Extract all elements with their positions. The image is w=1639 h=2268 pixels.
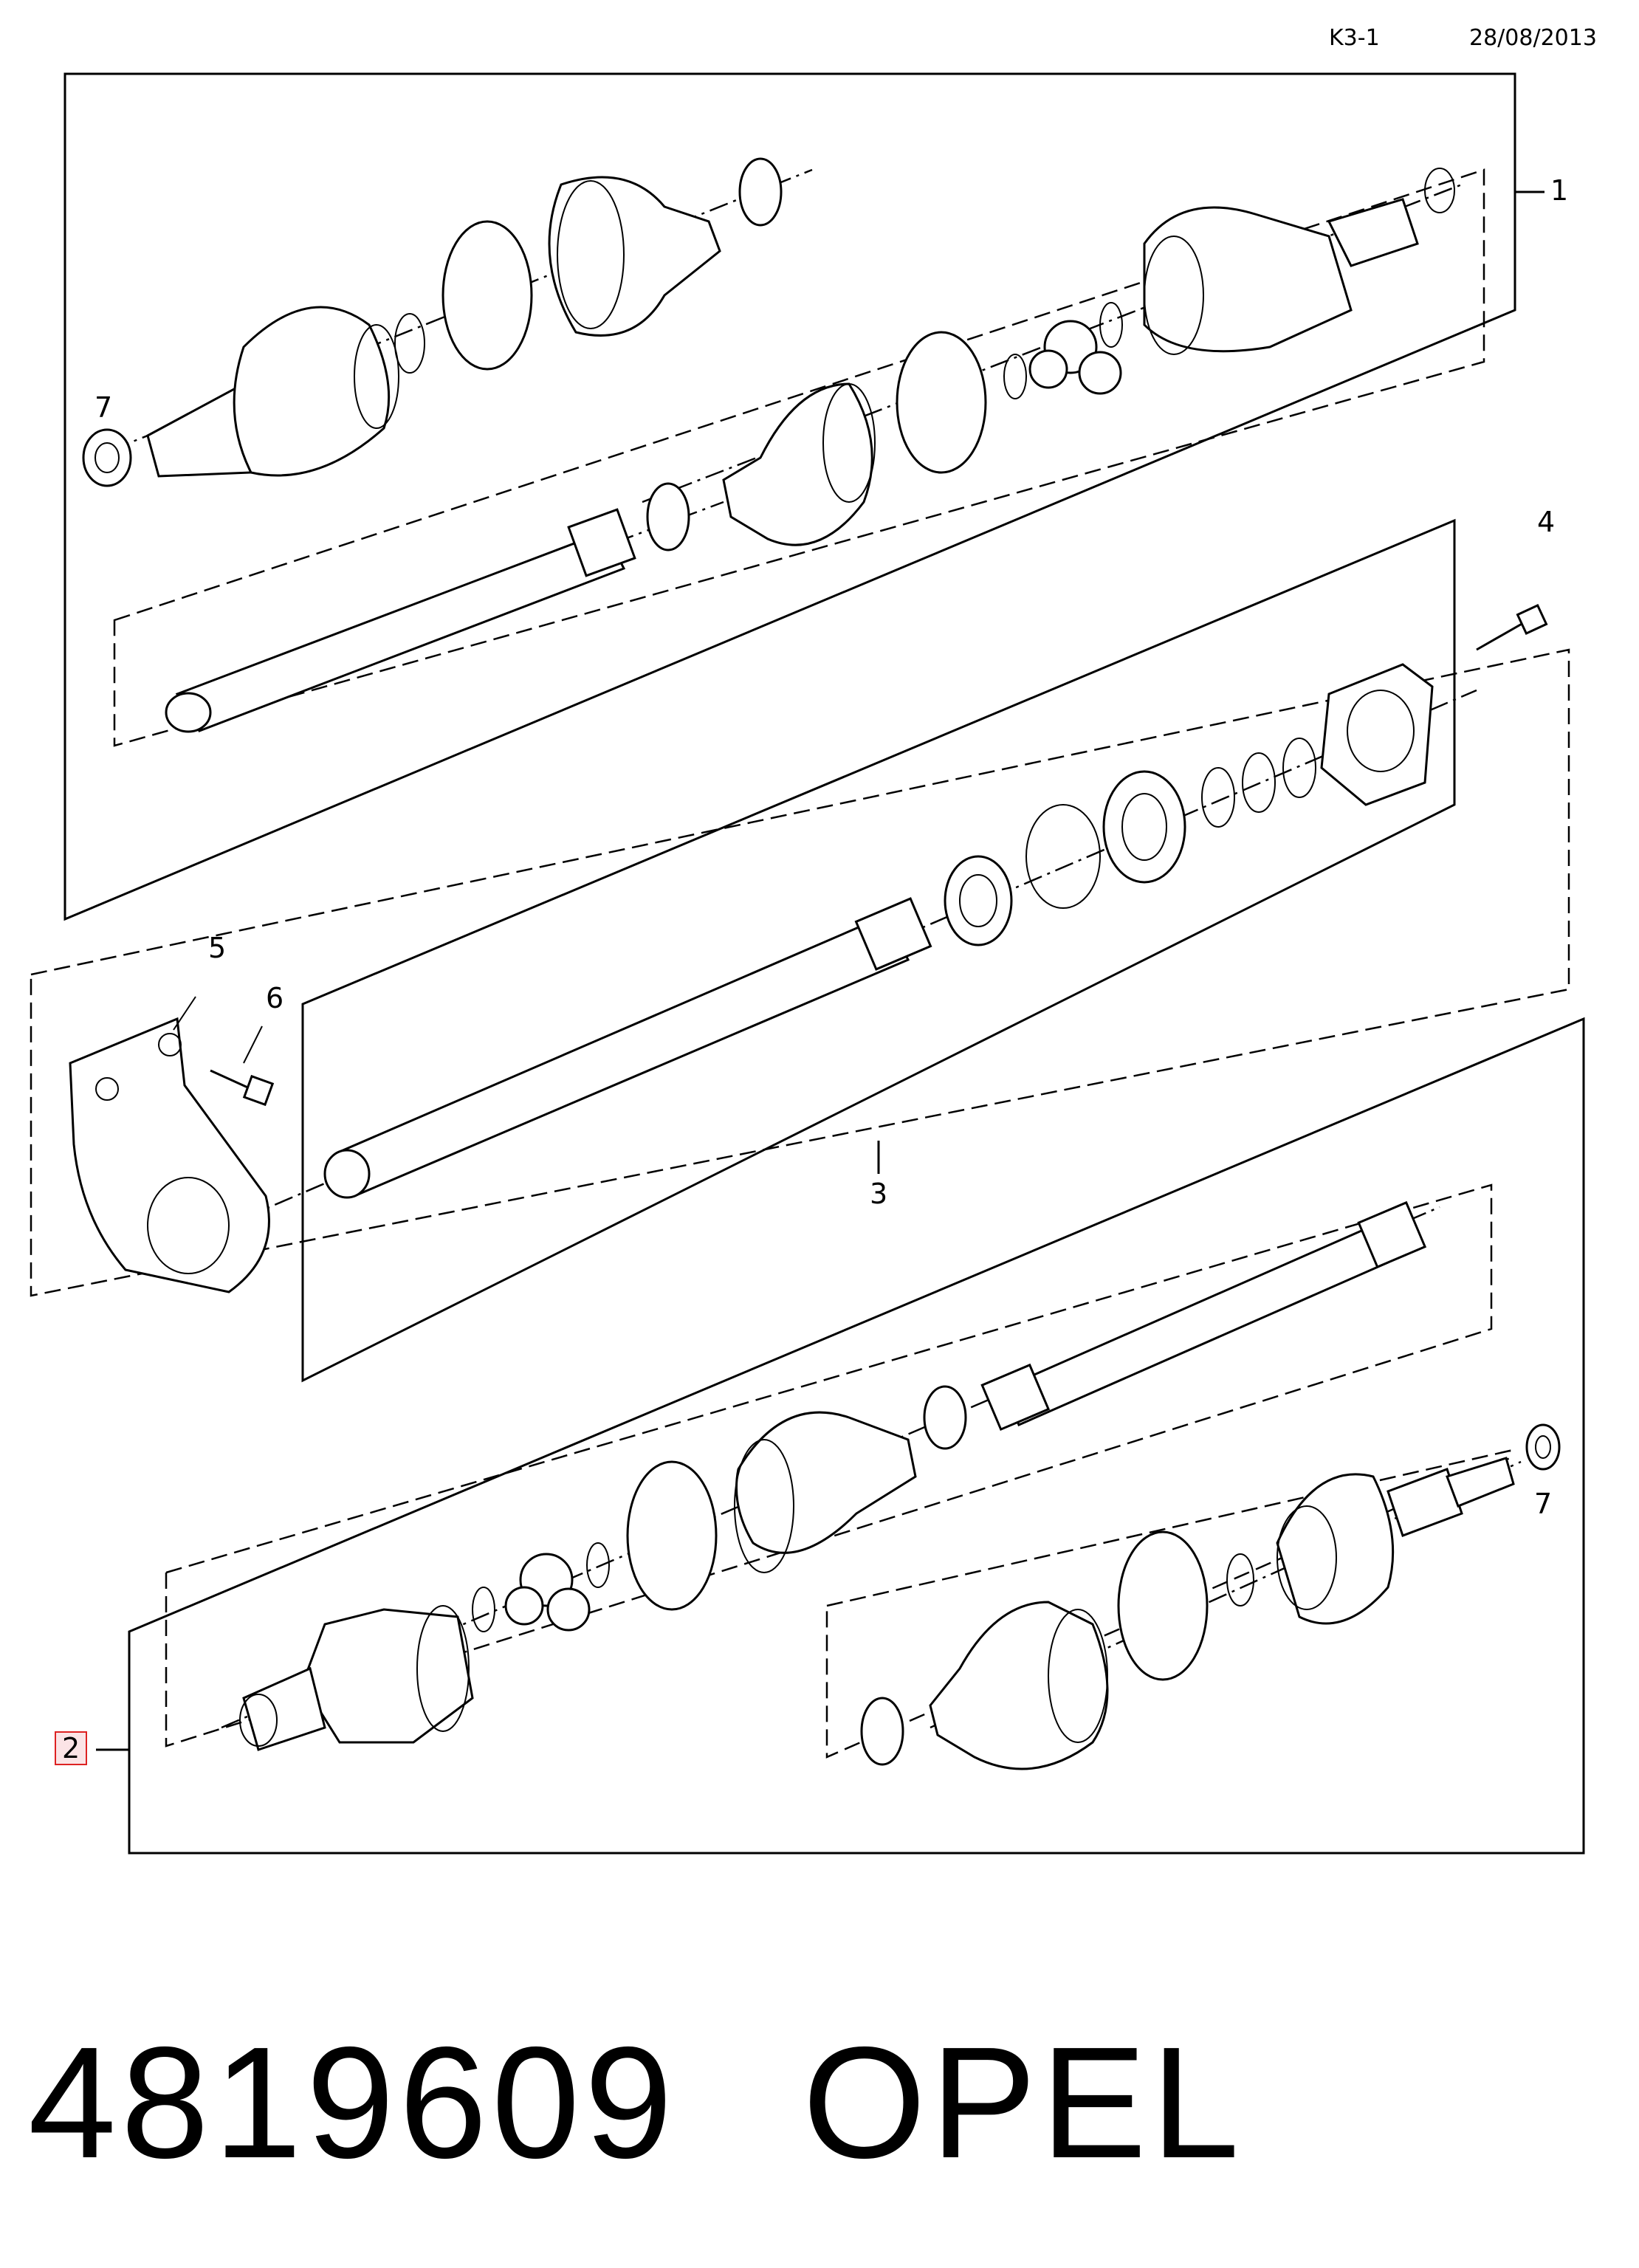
callout-4[interactable]: 4 bbox=[1537, 506, 1556, 538]
callout-7-upper[interactable]: 7 bbox=[95, 391, 113, 424]
shaft-bearing bbox=[1102, 770, 1186, 884]
inner-joint-housing-lower bbox=[239, 1605, 474, 1751]
sheet-id: K3-1 bbox=[1329, 25, 1380, 51]
retaining-ring bbox=[1242, 752, 1276, 813]
small-clamp bbox=[646, 482, 690, 551]
lower-shaft-parts bbox=[221, 1200, 1561, 1770]
outer-boot bbox=[548, 176, 721, 337]
group-1-frame bbox=[63, 72, 1544, 921]
small-clamp bbox=[860, 1697, 904, 1766]
lower-shaft bbox=[980, 1200, 1427, 1432]
outer-cv-joint bbox=[146, 306, 399, 478]
part-number: 4819609 bbox=[28, 2013, 678, 2191]
group-2-frame bbox=[96, 1017, 1585, 1855]
boot-clamp bbox=[1117, 1530, 1209, 1681]
inner-boot-clamp bbox=[896, 331, 987, 474]
brand-name: OPEL bbox=[803, 2013, 1244, 2191]
intermediate-shaft bbox=[323, 897, 932, 1199]
boot-clamp bbox=[441, 220, 533, 371]
callout-2-highlighted[interactable]: 2 bbox=[55, 1731, 88, 1765]
tripod-spider bbox=[1028, 320, 1122, 395]
callout-3[interactable]: 3 bbox=[870, 1178, 888, 1210]
circlip bbox=[1226, 1553, 1254, 1606]
middle-shaft-parts bbox=[69, 603, 1548, 1293]
inner-joint-housing bbox=[1143, 198, 1419, 355]
retaining-ring bbox=[1201, 767, 1235, 828]
diagram-date: 28/08/2013 bbox=[1469, 25, 1597, 51]
bearing-flange bbox=[1320, 663, 1434, 806]
group-3-frame bbox=[30, 518, 1570, 1383]
inner-boot bbox=[722, 382, 876, 546]
callout-5[interactable]: 5 bbox=[208, 932, 227, 964]
bolt bbox=[1476, 603, 1548, 651]
upper-shaft-parts bbox=[82, 157, 1463, 733]
small-clamp bbox=[923, 1385, 967, 1450]
outer-boot-lower bbox=[929, 1601, 1109, 1770]
group-2-dashed-outer-joint bbox=[825, 1449, 1511, 1759]
retaining-ring bbox=[1282, 738, 1316, 798]
outer-cv-joint-lower bbox=[1276, 1457, 1515, 1625]
group-3-dashed-assembly bbox=[30, 648, 1570, 1297]
tripod-spider-lower bbox=[504, 1553, 591, 1632]
hub-nut-lower bbox=[1525, 1423, 1561, 1471]
snap-ring bbox=[1025, 804, 1101, 909]
support-bracket bbox=[69, 1017, 270, 1293]
circlip bbox=[394, 313, 425, 374]
callout-7-lower[interactable]: 7 bbox=[1534, 1488, 1553, 1520]
inner-boot-lower bbox=[734, 1411, 917, 1573]
circlip bbox=[1424, 168, 1455, 213]
dust-seal bbox=[944, 855, 1013, 946]
small-clamp bbox=[738, 157, 783, 227]
hub-nut bbox=[82, 428, 132, 487]
upper-shaft bbox=[165, 508, 636, 733]
boot-clamp bbox=[626, 1460, 718, 1611]
group-2-dashed-inner-shaft bbox=[165, 1183, 1493, 1748]
callout-1[interactable]: 1 bbox=[1550, 174, 1569, 207]
callout-6[interactable]: 6 bbox=[266, 982, 284, 1014]
group-1-dashed-assembly bbox=[113, 168, 1485, 747]
bracket-bolt bbox=[210, 1069, 275, 1107]
